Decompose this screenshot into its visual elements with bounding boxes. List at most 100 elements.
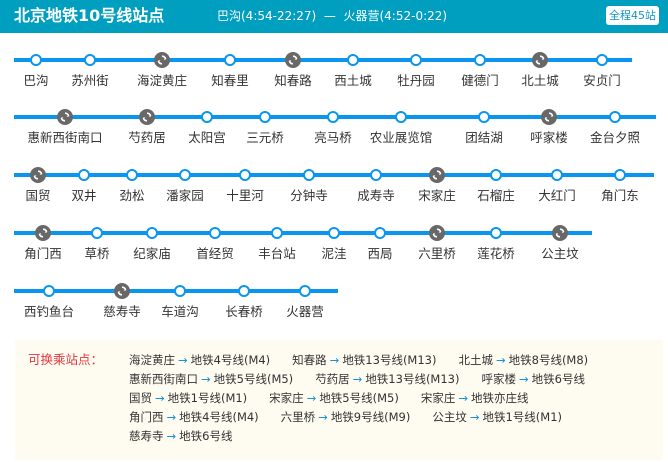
transfer-target-line[interactable]: 地铁9号线(M9) bbox=[330, 410, 411, 424]
transfer-item: 北土城→地铁8号线(M8) bbox=[458, 351, 588, 370]
transfer-target-line[interactable]: 地铁8号线(M8) bbox=[508, 353, 589, 367]
station-dot-icon bbox=[174, 285, 186, 297]
station-label[interactable]: 长春桥 bbox=[225, 304, 263, 319]
station-label[interactable]: 三元桥 bbox=[246, 130, 284, 145]
transfer-item: 知春路→地铁13号线(M13) bbox=[292, 351, 436, 370]
station-dot-icon bbox=[259, 111, 271, 123]
transfer-station[interactable]: 知春路 bbox=[292, 353, 327, 367]
station-label[interactable]: 安贞门 bbox=[583, 73, 621, 88]
station-label[interactable]: 团结湖 bbox=[465, 130, 503, 145]
transfer-item: 慈寿寺→地铁6号线 bbox=[129, 427, 232, 446]
station-dot-icon bbox=[347, 54, 359, 66]
station-label[interactable]: 慈寿寺 bbox=[103, 304, 141, 319]
station-label[interactable]: 丰台站 bbox=[258, 246, 296, 261]
station-label[interactable]: 惠新西街南口 bbox=[27, 130, 103, 145]
station-row: 国贸 双井 劲松 潘家园 十里河 分钟寺 成寿寺 宋家庄 石榴庄 大红门 角门东 bbox=[0, 167, 668, 225]
transfer-station[interactable]: 慈寿寺 bbox=[129, 429, 164, 443]
transfer-station-icon bbox=[114, 283, 130, 299]
transfer-station-icon bbox=[429, 167, 445, 183]
transfer-target-line[interactable]: 地铁4号线(M4) bbox=[179, 410, 259, 424]
transfer-target-line[interactable]: 地铁6号线 bbox=[179, 429, 233, 443]
station-label[interactable]: 十里河 bbox=[226, 188, 264, 203]
transfer-item: 惠新西街南口→地铁5号线(M5) bbox=[129, 370, 293, 389]
station-label[interactable]: 太阳宫 bbox=[188, 130, 226, 145]
station-label[interactable]: 大红门 bbox=[538, 188, 576, 203]
transfer-target-line[interactable]: 地铁1号线(M1) bbox=[167, 391, 248, 405]
station-label[interactable]: 泥洼 bbox=[321, 246, 347, 261]
transfer-station[interactable]: 海淀黄庄 bbox=[129, 353, 175, 367]
transfer-target-line[interactable]: 地铁1号线(M1) bbox=[482, 410, 563, 424]
transfer-station[interactable]: 芍药居 bbox=[315, 372, 350, 386]
station-label[interactable]: 西土城 bbox=[334, 73, 372, 88]
station-label[interactable]: 莲花桥 bbox=[477, 246, 515, 261]
transfer-station[interactable]: 宋家庄 bbox=[420, 391, 456, 405]
station-dot-icon bbox=[327, 111, 339, 123]
transfer-item: 芍药居→地铁13号线(M13) bbox=[315, 370, 459, 389]
route-info: 巴沟(4:54-22:27) — 火器营(4:52-0:22) bbox=[217, 9, 448, 23]
station-label[interactable]: 巴沟 bbox=[23, 73, 49, 88]
station-dot-icon bbox=[209, 227, 221, 239]
station-label[interactable]: 知春路 bbox=[274, 73, 312, 88]
station-dot-icon bbox=[43, 285, 55, 297]
station-label[interactable]: 石榴庄 bbox=[477, 188, 515, 203]
station-label[interactable]: 角门东 bbox=[601, 188, 639, 203]
station-label[interactable]: 亮马桥 bbox=[314, 130, 352, 145]
station-label[interactable]: 海淀黄庄 bbox=[136, 73, 188, 88]
transfer-station-icon bbox=[285, 52, 301, 68]
transfer-station[interactable]: 北土城 bbox=[458, 353, 493, 367]
transfer-station[interactable]: 呼家楼 bbox=[481, 372, 516, 386]
station-label[interactable]: 成寿寺 bbox=[357, 188, 395, 203]
station-label[interactable]: 西钓鱼台 bbox=[23, 304, 75, 319]
transfer-station[interactable]: 宋家庄 bbox=[269, 391, 304, 405]
transfer-station-icon bbox=[154, 52, 170, 68]
station-label[interactable]: 健德门 bbox=[461, 73, 499, 88]
station-label[interactable]: 北土城 bbox=[521, 73, 559, 88]
station-label[interactable]: 西局 bbox=[367, 246, 393, 261]
station-label[interactable]: 牡丹园 bbox=[397, 73, 435, 88]
station-label[interactable]: 角门西 bbox=[24, 246, 62, 261]
station-dot-icon bbox=[474, 54, 486, 66]
transfer-station[interactable]: 惠新西街南口 bbox=[129, 372, 198, 386]
station-label[interactable]: 车道沟 bbox=[161, 304, 199, 319]
station-dot-icon bbox=[478, 111, 490, 123]
transfer-target-line[interactable]: 地铁5号线(M5) bbox=[319, 391, 399, 405]
station-dot-icon bbox=[609, 111, 621, 123]
transfer-station-icon bbox=[35, 225, 51, 241]
station-label[interactable]: 宋家庄 bbox=[418, 188, 456, 203]
station-label[interactable]: 芍药居 bbox=[128, 130, 166, 145]
transfer-station[interactable]: 公主坟 bbox=[432, 410, 467, 424]
transfer-target-line[interactable]: 地铁4号线(M4) bbox=[190, 353, 271, 367]
line-track bbox=[14, 58, 632, 62]
page-title: 北京地铁10号线站点 bbox=[14, 6, 165, 25]
station-label[interactable]: 潘家园 bbox=[166, 188, 204, 203]
station-label[interactable]: 知春里 bbox=[211, 73, 249, 88]
station-label[interactable]: 草桥 bbox=[84, 246, 110, 261]
station-label[interactable]: 双井 bbox=[71, 188, 97, 203]
station-label[interactable]: 农业展览馆 bbox=[369, 130, 433, 145]
station-label[interactable]: 火器营 bbox=[286, 304, 324, 319]
station-label[interactable]: 分钟寺 bbox=[290, 188, 328, 203]
station-label[interactable]: 六里桥 bbox=[418, 246, 456, 261]
transfer-station[interactable]: 角门西 bbox=[129, 410, 164, 424]
arrow-right-icon: → bbox=[155, 391, 165, 405]
station-dot-icon bbox=[395, 111, 407, 123]
station-label[interactable]: 金台夕照 bbox=[589, 130, 641, 145]
station-dot-icon bbox=[84, 54, 96, 66]
station-label[interactable]: 首经贸 bbox=[196, 246, 234, 261]
transfer-station[interactable]: 六里桥 bbox=[280, 410, 316, 424]
station-label[interactable]: 呼家楼 bbox=[530, 130, 568, 145]
transfer-item: 宋家庄→地铁亦庄线 bbox=[421, 389, 529, 408]
station-label[interactable]: 国贸 bbox=[25, 188, 51, 203]
transfer-target-line[interactable]: 地铁亦庄线 bbox=[470, 391, 529, 405]
station-label[interactable]: 纪家庙 bbox=[133, 246, 171, 261]
transfer-target-line[interactable]: 地铁5号线(M5) bbox=[213, 372, 294, 386]
transfer-target-line[interactable]: 地铁6号线 bbox=[531, 372, 585, 386]
transfer-station[interactable]: 国贸 bbox=[129, 391, 152, 405]
station-label[interactable]: 公主坟 bbox=[541, 246, 579, 261]
station-label[interactable]: 苏州街 bbox=[71, 73, 109, 88]
station-label[interactable]: 劲松 bbox=[119, 188, 145, 203]
transfer-station-icon bbox=[552, 225, 568, 241]
transfer-target-line[interactable]: 地铁13号线(M13) bbox=[365, 372, 460, 386]
arrow-right-icon: → bbox=[318, 410, 328, 424]
transfer-target-line[interactable]: 地铁13号线(M13) bbox=[342, 353, 437, 367]
